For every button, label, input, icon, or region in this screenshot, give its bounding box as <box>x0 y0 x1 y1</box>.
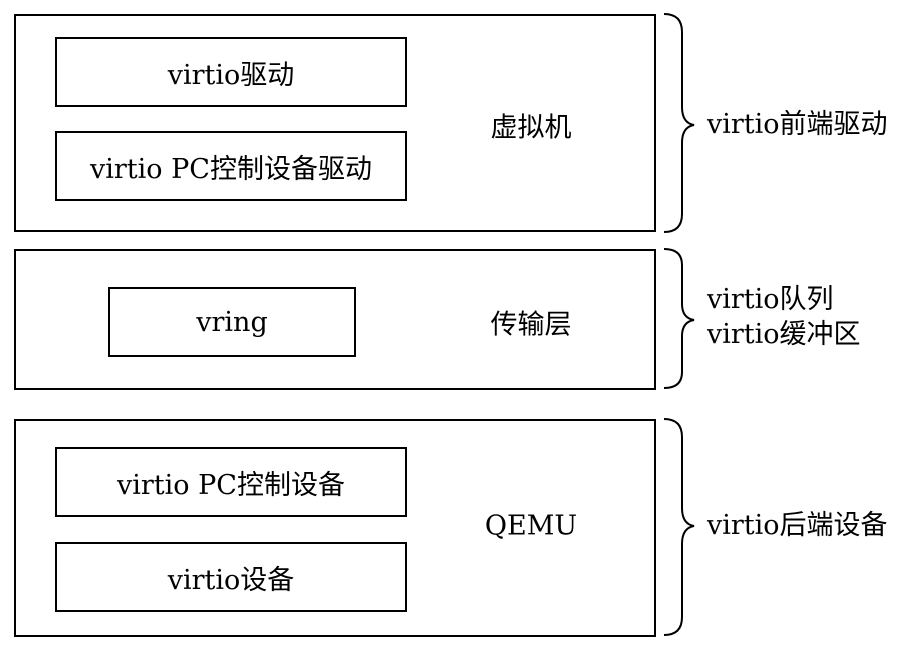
backend-device-label: virtio后端设备 <box>707 510 888 541</box>
virtio-buffer-label: virtio缓冲区 <box>707 319 861 350</box>
virtio-queue-label: virtio队列 <box>707 284 834 315</box>
vm-layer-box <box>14 14 656 232</box>
transport-layer-box <box>14 249 656 390</box>
virtio-pci-controller-device-box: virtio PC控制设备 <box>55 447 407 517</box>
backend-brace <box>663 418 695 636</box>
transport-brace <box>663 248 695 389</box>
virtio-device-box: virtio设备 <box>55 542 407 612</box>
qemu-layer-box <box>14 419 656 637</box>
qemu-layer-label: QEMU <box>484 510 578 542</box>
vm-layer-label: 虚拟机 <box>490 112 572 144</box>
frontend-brace <box>663 13 695 233</box>
virtio-pci-controller-driver-box: virtio PC控制设备驱动 <box>55 131 407 201</box>
vring-box: vring <box>108 287 356 357</box>
transport-layer-label: 传输层 <box>490 309 572 341</box>
frontend-driver-label: virtio前端驱动 <box>707 109 888 140</box>
virtio-driver-box: virtio驱动 <box>55 37 407 107</box>
